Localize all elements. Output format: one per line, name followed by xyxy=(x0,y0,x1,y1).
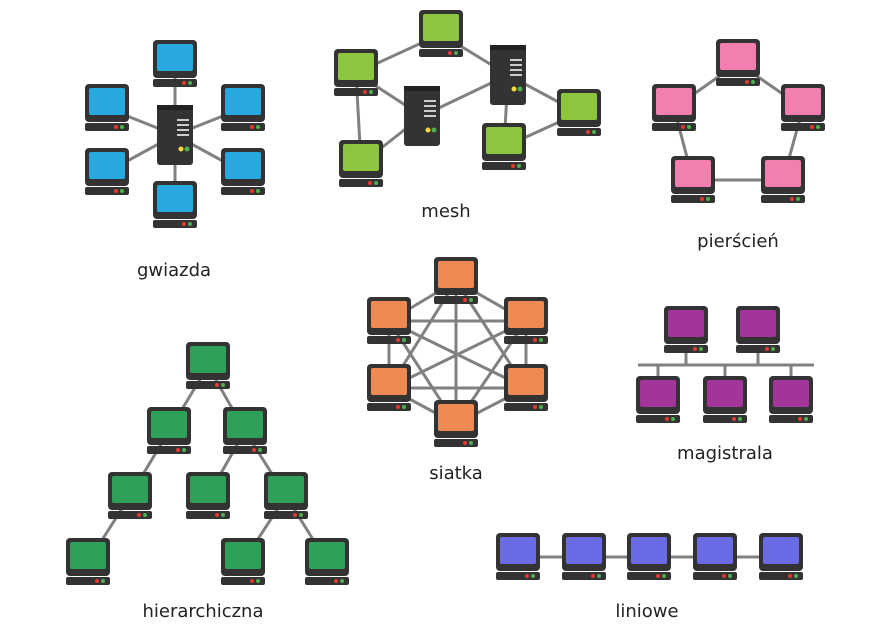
star-computer-icon xyxy=(153,40,197,87)
ring-computer-icon xyxy=(671,156,715,203)
star-computer-icon xyxy=(153,181,197,228)
full-mesh-computer-icon xyxy=(504,364,548,411)
line-computer-icon xyxy=(562,533,606,580)
ring-computer-icon xyxy=(781,84,825,131)
mesh-computer-icon xyxy=(482,123,526,170)
mesh-computer-icon xyxy=(557,89,601,136)
line-computer-icon xyxy=(693,533,737,580)
bus-computer-icon xyxy=(636,376,680,423)
label-mesh: mesh xyxy=(421,201,470,222)
label-siatka: siatka xyxy=(429,463,483,484)
label-hierarchiczna: hierarchiczna xyxy=(142,601,263,622)
star-hub-server-icon xyxy=(157,105,193,165)
tree-computer-icon xyxy=(66,538,110,585)
star-computer-icon xyxy=(85,148,129,195)
mesh-computer-icon xyxy=(334,49,378,96)
bus-computer-icon xyxy=(736,306,780,353)
line-computer-icon xyxy=(627,533,671,580)
tree-computer-icon xyxy=(264,472,308,519)
tree-computer-icon xyxy=(305,538,349,585)
tree-computer-icon xyxy=(108,472,152,519)
bus-computer-icon xyxy=(703,376,747,423)
mesh-computer-icon xyxy=(419,10,463,57)
tree-computer-icon xyxy=(186,342,230,389)
ring-computer-icon xyxy=(652,84,696,131)
line-computer-icon xyxy=(759,533,803,580)
line-computer-icon xyxy=(496,533,540,580)
label-magistrala: magistrala xyxy=(677,443,773,464)
full-mesh-link xyxy=(388,319,527,390)
mesh-server-icon xyxy=(490,45,526,105)
bus-computer-icon xyxy=(664,306,708,353)
star-computer-icon xyxy=(85,84,129,131)
bus-computer-icon xyxy=(769,376,813,423)
ring-computer-icon xyxy=(716,39,760,86)
label-gwiazda: gwiazda xyxy=(137,260,211,281)
full-mesh-computer-icon xyxy=(367,364,411,411)
full-mesh-computer-icon xyxy=(434,400,478,447)
tree-computer-icon xyxy=(186,472,230,519)
tree-computer-icon xyxy=(147,407,191,454)
full-mesh-computer-icon xyxy=(504,297,548,344)
label-pierscien: pierścień xyxy=(697,231,779,252)
full-mesh-computer-icon xyxy=(434,257,478,304)
tree-computer-icon xyxy=(223,407,267,454)
ring-computer-icon xyxy=(761,156,805,203)
devices xyxy=(66,10,825,585)
star-computer-icon xyxy=(221,148,265,195)
star-computer-icon xyxy=(221,84,265,131)
mesh-server-icon xyxy=(404,86,440,146)
full-mesh-computer-icon xyxy=(367,297,411,344)
mesh-computer-icon xyxy=(339,140,383,187)
label-liniowe: liniowe xyxy=(615,601,678,622)
tree-computer-icon xyxy=(221,538,265,585)
